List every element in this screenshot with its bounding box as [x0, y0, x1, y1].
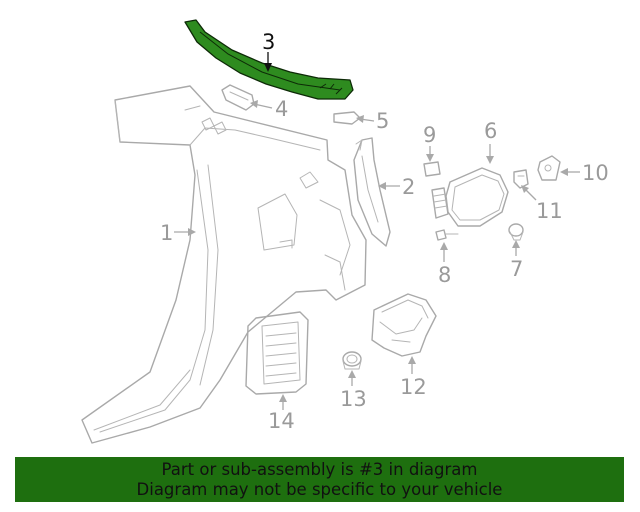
callout-5[interactable]: 5	[376, 109, 389, 133]
callout-9[interactable]: 9	[423, 123, 436, 147]
callout-8[interactable]: 8	[438, 263, 451, 287]
callout-6[interactable]: 6	[484, 119, 497, 143]
part-8-screw[interactable]	[435, 229, 459, 241]
part-3-highlighted[interactable]	[184, 19, 354, 100]
callout-13[interactable]: 13	[340, 387, 367, 411]
callout-11[interactable]: 11	[536, 199, 563, 223]
part-1-quarter-panel[interactable]	[81, 85, 367, 444]
part-2-bracket[interactable]	[353, 137, 391, 247]
callout-2[interactable]: 2	[402, 175, 415, 199]
banner-line-disclaimer: Diagram may not be specific to your vehi…	[136, 479, 503, 499]
callout-labels: 1 2 3 4 5 6 7 8 9 10 11 12 13 14	[160, 30, 609, 433]
part-6-fuel-door[interactable]	[431, 167, 509, 227]
callout-10[interactable]: 10	[582, 161, 609, 185]
part-7-grommet[interactable]	[508, 223, 524, 241]
part-4-bracket[interactable]	[221, 84, 255, 111]
part-11-clip[interactable]	[513, 169, 529, 189]
part-13-plug[interactable]	[342, 351, 362, 370]
callout-leaders	[174, 52, 580, 410]
callout-3[interactable]: 3	[262, 30, 275, 54]
part-14-housing[interactable]	[245, 311, 309, 395]
callout-1[interactable]: 1	[160, 221, 173, 245]
part-12-actuator[interactable]	[371, 293, 437, 357]
part-5-clip[interactable]	[333, 111, 361, 125]
callout-12[interactable]: 12	[400, 375, 427, 399]
info-banner: Part or sub-assembly is #3 in diagram Di…	[15, 457, 624, 502]
parts-diagram: 1 2 3 4 5 6 7 8 9 10 11 12 13 14	[81, 19, 609, 444]
part-9-pad[interactable]	[423, 161, 441, 177]
part-10-latch[interactable]	[537, 155, 561, 181]
callout-14[interactable]: 14	[268, 409, 295, 433]
banner-line-part: Part or sub-assembly is #3 in diagram	[161, 459, 478, 479]
callout-4[interactable]: 4	[275, 97, 288, 121]
callout-7[interactable]: 7	[510, 257, 523, 281]
